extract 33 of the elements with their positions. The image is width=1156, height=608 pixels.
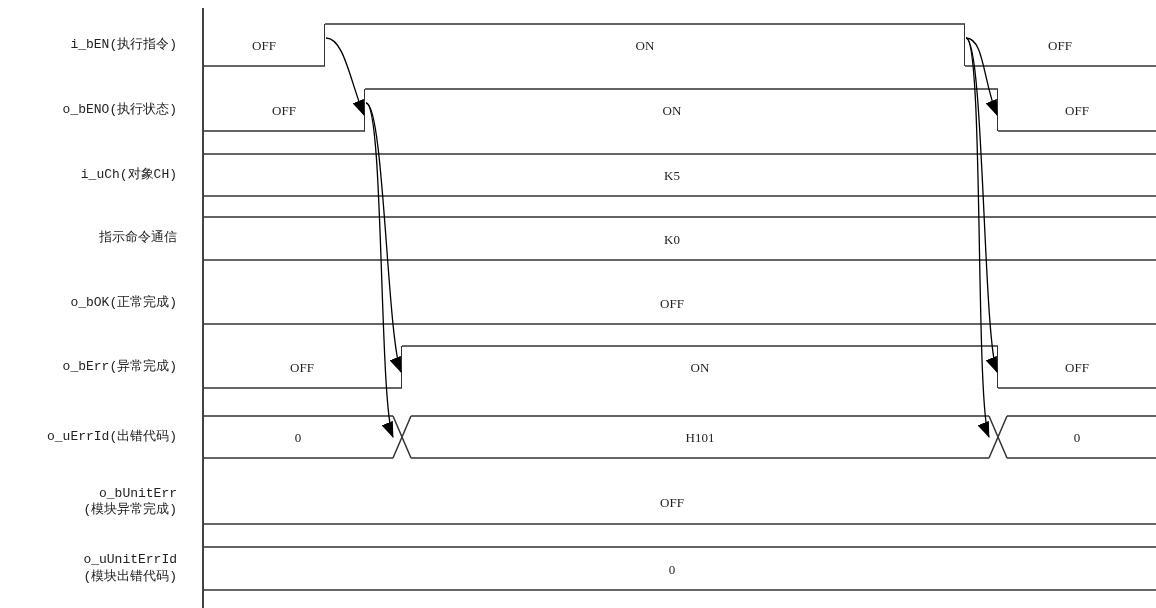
signal-value: OFF <box>660 495 684 511</box>
signal-value: OFF <box>1065 103 1089 119</box>
signal-value: K5 <box>664 168 680 184</box>
arrow <box>365 102 396 438</box>
signal-name: o_bErr(异常完成) <box>62 358 177 376</box>
signal-name: o_bENO(执行状态) <box>62 101 177 119</box>
arrow <box>965 37 992 438</box>
signal-value: OFF <box>290 360 314 376</box>
signal-value: 0 <box>1073 430 1081 446</box>
signal-name: o_bOK(正常完成) <box>70 294 177 312</box>
signal-name: i_uCh(对象CH) <box>80 166 177 184</box>
signal-value: OFF <box>272 103 296 119</box>
signal-value: OFF <box>1065 360 1089 376</box>
signal-name: o_uUnitErrId (模块出错代码) <box>83 552 177 585</box>
signal-value: 0 <box>668 561 676 578</box>
bus-transition <box>989 416 1007 458</box>
bus-transition <box>393 416 411 458</box>
signal-name: o_uErrId(出错代码) <box>47 428 177 446</box>
arrow <box>965 37 1000 373</box>
signal-value: H101 <box>685 430 715 446</box>
signal-value: OFF <box>660 296 684 312</box>
signal-value: ON <box>690 360 710 376</box>
signal-name: i_bEN(执行指令) <box>70 36 177 54</box>
arrow <box>325 37 365 116</box>
signal-name: 指示命令通信 <box>99 230 177 247</box>
signal-value: ON <box>662 103 682 119</box>
signal-value: 0 <box>294 430 302 446</box>
signal-value: OFF <box>252 38 276 54</box>
signal-name: o_bUnitErr (模块异常完成) <box>83 485 177 519</box>
signal-value: OFF <box>1048 38 1072 54</box>
arrow <box>965 37 998 116</box>
signal-value: ON <box>635 38 655 54</box>
signal-value: K0 <box>664 231 680 248</box>
